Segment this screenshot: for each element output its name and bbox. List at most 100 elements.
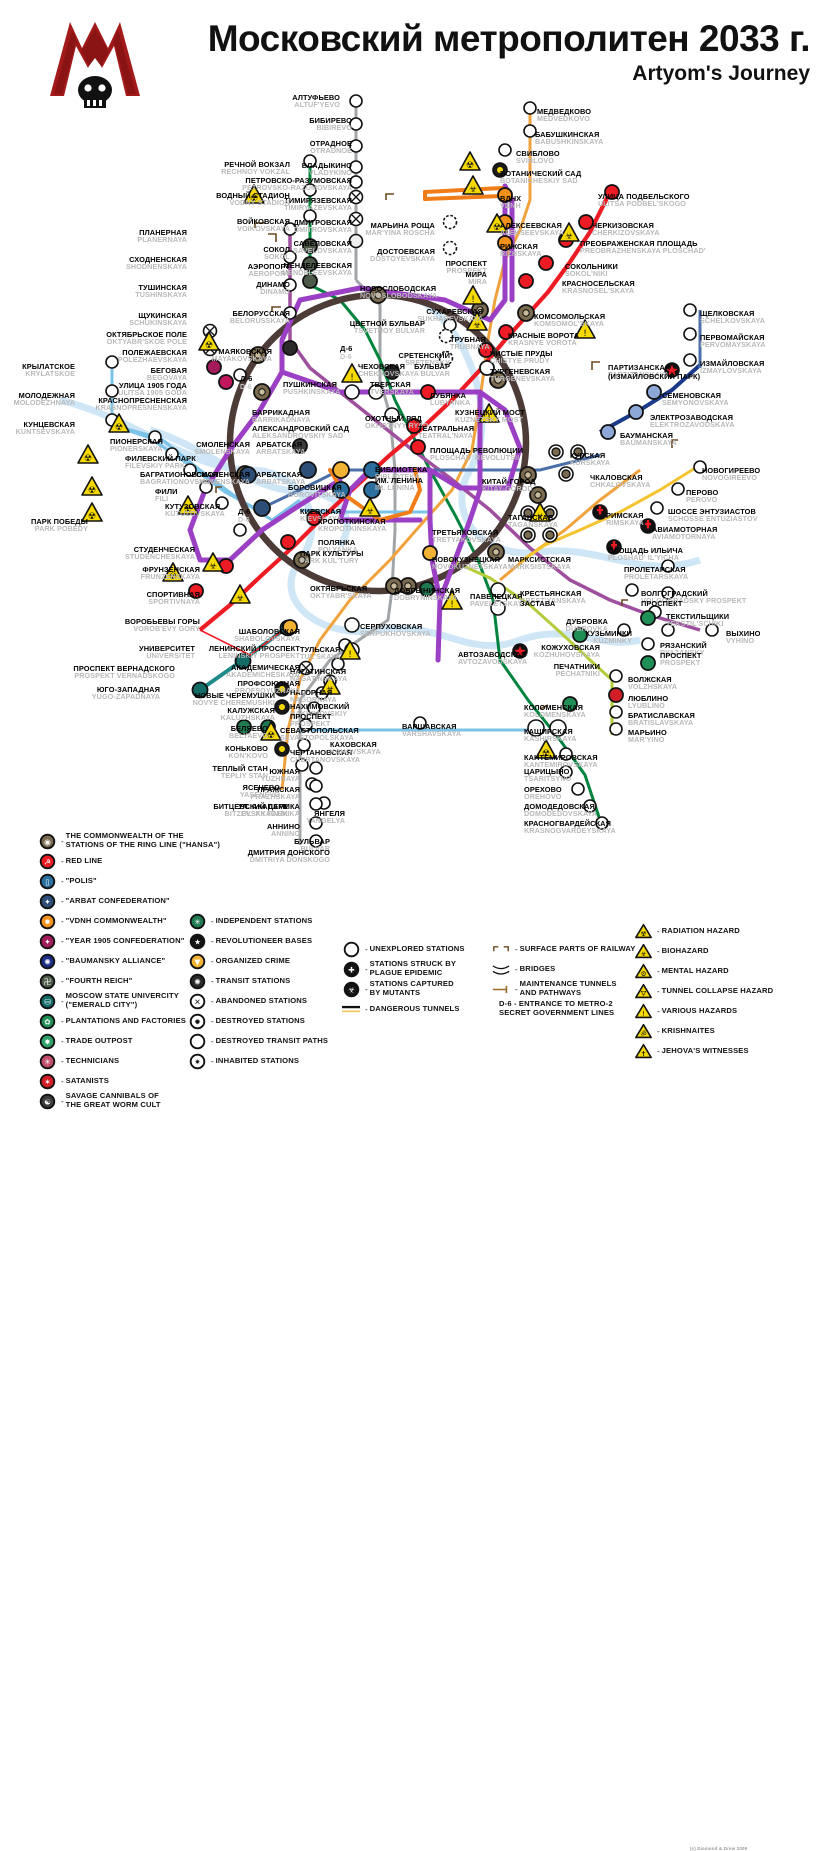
legend-dash: - bbox=[211, 997, 214, 1006]
station-name-en: BARRIKADNAYA bbox=[252, 416, 311, 423]
legend-dash: - bbox=[657, 987, 660, 996]
station-label: ПРОСПЕКТ bbox=[641, 600, 682, 607]
station-label: ЗАСТАВА bbox=[520, 600, 555, 607]
svg-text:✸: ✸ bbox=[44, 1037, 51, 1046]
svg-text:卍: 卍 bbox=[43, 977, 51, 986]
mental-hazard-icon: ⚙ bbox=[634, 962, 652, 980]
svg-text:◉: ◉ bbox=[44, 837, 51, 846]
station-name-en: NOVOKUZNETSKAYA bbox=[432, 563, 508, 570]
legend-dash: - bbox=[61, 997, 64, 1006]
station-name-en: KOZHUHOVSKAYA bbox=[534, 651, 600, 658]
legend-label: MAINTENANCE TUNNELS AND PATHWAYS bbox=[520, 980, 617, 998]
legend-dash: - bbox=[61, 937, 64, 946]
trade-outpost-icon: ✸ bbox=[38, 1032, 56, 1050]
arbat-confederation-icon: ✦ bbox=[38, 892, 56, 910]
station-name-en: DOMODEDOVSKAYA bbox=[524, 810, 597, 817]
legend-label: RADIATION HAZARD bbox=[662, 927, 740, 936]
legend-dash: - bbox=[211, 957, 214, 966]
station-name-en: BIBIREVO bbox=[309, 124, 352, 131]
legend-label: ABANDONED STATIONS bbox=[216, 997, 307, 1006]
legend-item: ☭-RED LINE bbox=[38, 852, 268, 870]
station-name-en: SMOLENSKAYA bbox=[194, 478, 250, 485]
svg-text:✦: ✦ bbox=[44, 897, 51, 906]
station-name-en: DOSTOYEVSKAYA bbox=[370, 255, 435, 262]
station-name-en: UL. AKADEMIKA bbox=[238, 810, 300, 817]
station-name-en: SMOLENSKAYA bbox=[194, 448, 250, 455]
svg-text:☢: ☢ bbox=[640, 929, 646, 937]
various-hazard-icon: ! bbox=[463, 286, 483, 305]
radiation-hazard-icon: ☢ bbox=[634, 922, 652, 940]
legend-label: MOSCOW STATE UNIVERCITY ("EMERALD CITY") bbox=[66, 992, 179, 1010]
svg-text:!: ! bbox=[350, 373, 354, 383]
legend-dash: - bbox=[515, 945, 518, 954]
legend-item: ✶-SATANISTS bbox=[38, 1072, 268, 1090]
station-name-en: ALEKSANDROVSKIY SAD bbox=[252, 432, 349, 439]
legend-item: ☢-RADIATION HAZARD bbox=[634, 922, 824, 940]
legend-item: -DESTROYED TRANSIT PATHS bbox=[188, 1032, 388, 1050]
legend-dash: - bbox=[211, 917, 214, 926]
organized-crime-icon: ▼ bbox=[188, 952, 206, 970]
svg-text:☣: ☣ bbox=[366, 507, 374, 517]
station-name-en: MAYAKOVSKAYA bbox=[212, 355, 272, 362]
station-name-en: ARBATSKAYA bbox=[256, 448, 305, 455]
surface-railway-icon bbox=[492, 940, 510, 958]
legend-dash: - bbox=[657, 947, 660, 956]
legend-dash: - bbox=[657, 967, 660, 976]
station-name-en: BAUMANSKAYA bbox=[620, 439, 677, 446]
station-name-en: KAHOVSKAYA bbox=[330, 748, 381, 755]
station-name-en: PECHATNIKI bbox=[554, 670, 600, 677]
station-name-en: VOLZHSKAYA bbox=[628, 683, 677, 690]
svg-text:✕: ✕ bbox=[194, 997, 200, 1006]
station-name-en: MIRA bbox=[466, 278, 488, 285]
station-name-en: CHERTANOVSKAYA bbox=[290, 756, 360, 763]
station-name-en: MENDELEEVSKAYA bbox=[282, 269, 352, 276]
station-name-en: MAR'YINA ROSCHA bbox=[365, 229, 435, 236]
station-name-en: KON'KOVO bbox=[225, 752, 268, 759]
plague-epidemic-icon: ✚ bbox=[342, 960, 360, 978]
legend-item: ⚙-MENTAL HAZARD bbox=[634, 962, 824, 980]
station-name-en: LYUBLINO bbox=[628, 702, 668, 709]
legend-label: RED LINE bbox=[66, 857, 103, 866]
legend-dash: - bbox=[61, 1077, 64, 1086]
station-name-en: PROLETARSKAYA bbox=[624, 573, 688, 580]
station-name-en: KRYLATSKOE bbox=[22, 370, 75, 377]
abandoned-stations-icon: ✕ bbox=[188, 992, 206, 1010]
legend-dash: - bbox=[211, 1057, 214, 1066]
svg-text:!: ! bbox=[471, 295, 475, 305]
station-name-en: TSARITSYNO bbox=[524, 775, 571, 782]
station-name-en: SCHELKOVSKAYA bbox=[700, 317, 765, 324]
legend-label: DESTROYED STATIONS bbox=[216, 1017, 305, 1026]
legend-dash: - bbox=[61, 1037, 64, 1046]
hansa-ring-station-icon: ◉ bbox=[38, 832, 56, 850]
